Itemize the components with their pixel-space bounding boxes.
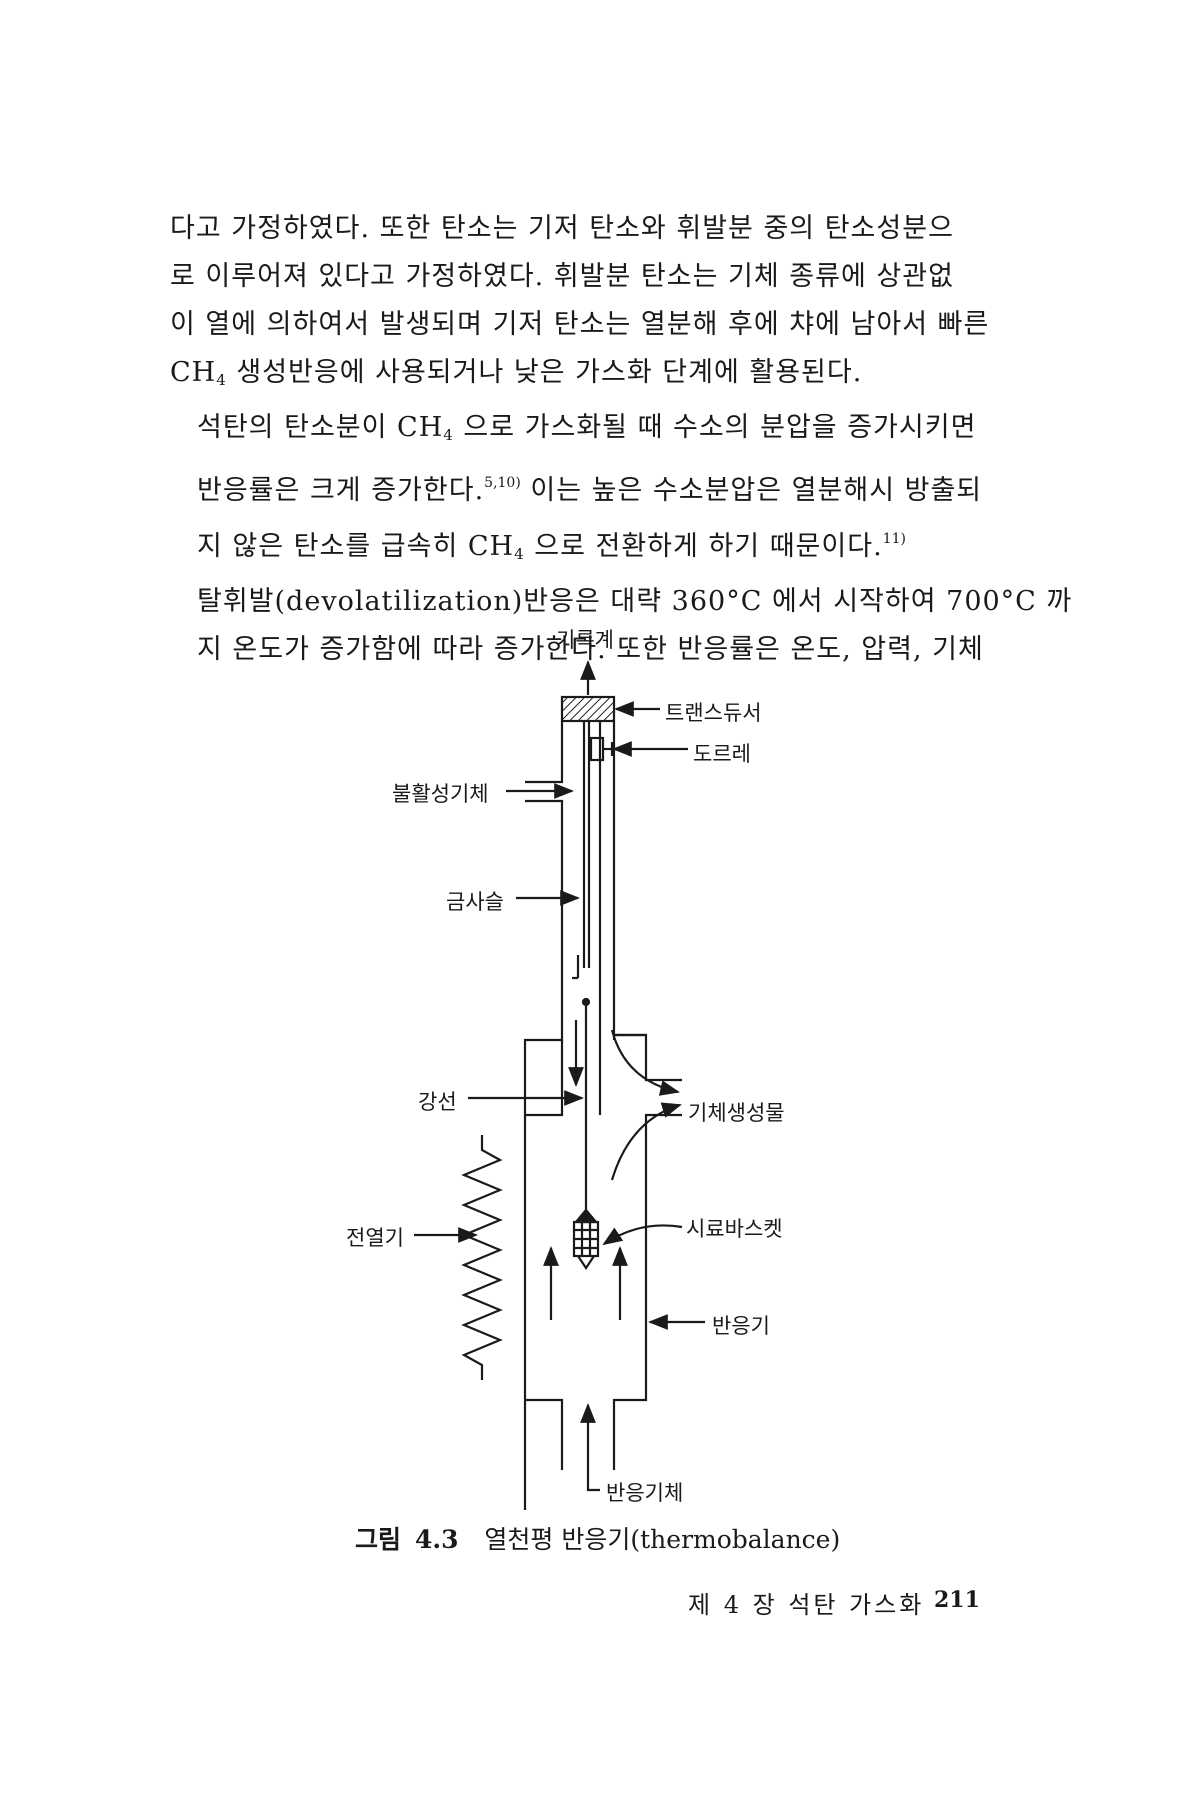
- text-line: CH4 생성반응에 사용되거나 낮은 가스화 단계에 활용된다.: [170, 349, 1000, 404]
- reactor-top-left: [525, 1040, 564, 1117]
- heater-label: 전열기: [346, 1226, 404, 1250]
- steel-wire-label: 강선: [418, 1090, 457, 1114]
- thermobalance-diagram: 기록계 트랜스듀서 도르레 불활성기체 금사슬 강선 기체생성물 전열기 시료바…: [0, 600, 1200, 1510]
- transducer-label: 트랜스듀서: [665, 701, 762, 725]
- text-line: 지 않은 탄소를 급속히 CH4 으로 전환하게 하기 때문이다.11): [170, 515, 1000, 578]
- page-number: 211: [934, 1587, 980, 1613]
- citation: 11): [882, 531, 906, 547]
- inert-gas-label: 불활성기체: [392, 782, 489, 806]
- paragraph-1: 다고 가정하였다. 또한 탄소는 기저 탄소와 휘발분 중의 탄소성분으 로 이…: [170, 205, 1000, 404]
- text-line: 탈휘발(devolatilization)반응은 대략 360°C 에서 시작하…: [197, 586, 1073, 617]
- text-line: 반응률은 크게 증가한다.5,10) 이는 높은 수소분압은 열분해시 방출되: [170, 459, 1000, 515]
- caption-text: 열천평 반응기(thermobalance): [484, 1525, 841, 1554]
- text-segment: 이는 높은 수소분압은 열분해시 방출되: [520, 475, 983, 506]
- gold-chain-label: 금사슬: [446, 890, 504, 914]
- transducer-block: [560, 695, 616, 723]
- sample-basket-label: 시료바스켓: [686, 1217, 783, 1241]
- paragraph-2: 석탄의 탄소분이 CH4 으로 가스화될 때 수소의 분압을 증가시키면 반응률…: [170, 404, 1000, 578]
- text-line: 석탄의 탄소분이 CH4 으로 가스화될 때 수소의 분압을 증가시키면: [170, 404, 1000, 459]
- subscript: 4: [514, 545, 525, 563]
- paragraph-3: 탈휘발(devolatilization)반응은 대략 360°C 에서 시작하…: [170, 578, 1073, 674]
- caption-label: 그림: [355, 1525, 402, 1554]
- text-segment: CH: [170, 357, 217, 388]
- text-line: 로 이루어져 있다고 가정하였다. 휘발분 탄소는 기체 종류에 상관없: [170, 261, 954, 292]
- pulley-label: 도르레: [693, 742, 751, 766]
- text-line: 다고 가정하였다. 또한 탄소는 기저 탄소와 휘발분 중의 탄소성분으: [170, 213, 954, 244]
- reactor-label: 반응기: [712, 1314, 770, 1338]
- recorder-label: 기록계: [556, 628, 614, 652]
- text-segment: 생성반응에 사용되거나 낮은 가스화 단계에 활용된다.: [226, 357, 863, 388]
- text-segment: 으로 전환하게 하기 때문이다.: [524, 531, 883, 562]
- text-segment: 으로 가스화될 때 수소의 분압을 증가시키면: [453, 412, 977, 443]
- upper-tube-left-inner-wall: [523, 799, 564, 1510]
- text-segment: 반응률은 크게 증가한다.: [197, 475, 485, 506]
- gas-products-label: 기체생성물: [688, 1101, 785, 1125]
- sample-basket-pointer: [602, 1224, 683, 1246]
- reactor-right-wall: [612, 1113, 682, 1470]
- figure-caption: 그림 4.3 열천평 반응기(thermobalance): [355, 1520, 840, 1556]
- flow-curve-upper: [610, 1029, 680, 1096]
- upper-tube-right-wall-outer: [612, 721, 646, 1037]
- subscript: 4: [443, 426, 454, 444]
- heater-coil-icon: [461, 1135, 503, 1380]
- chapter-title: 제 4 장 석탄 가스화: [688, 1591, 925, 1619]
- text-line: 이 열에 의하여서 발생되며 기저 탄소는 열분해 후에 챠에 남아서 빠른: [170, 309, 990, 340]
- pulley-icon: [589, 736, 605, 762]
- page-footer: 제 4 장 석탄 가스화 211: [0, 1585, 1200, 1625]
- text-segment: 지 않은 탄소를 급속히 CH: [197, 531, 515, 562]
- upper-tube-left-wall: [525, 721, 564, 784]
- text-line: 지 온도가 증가함에 따라 증가한다. 또한 반응률은 온도, 압력, 기체: [197, 634, 984, 665]
- reactor-bottom-left: [525, 1398, 564, 1470]
- caption-number: 4.3: [414, 1525, 459, 1554]
- diagram-drawing: [414, 660, 705, 1510]
- basket-hook: [573, 1208, 599, 1224]
- gas-outlet-upper-wall: [614, 1033, 682, 1082]
- reactant-gas-label: 반응기체: [606, 1481, 684, 1505]
- text-segment: 석탄의 탄소분이 CH: [197, 412, 444, 443]
- body-text: 다고 가정하였다. 또한 탄소는 기저 탄소와 휘발분 중의 탄소성분으 로 이…: [170, 205, 1073, 674]
- citation: 5,10): [484, 475, 521, 491]
- subscript: 4: [216, 371, 227, 389]
- flow-curve-lower: [610, 1102, 682, 1181]
